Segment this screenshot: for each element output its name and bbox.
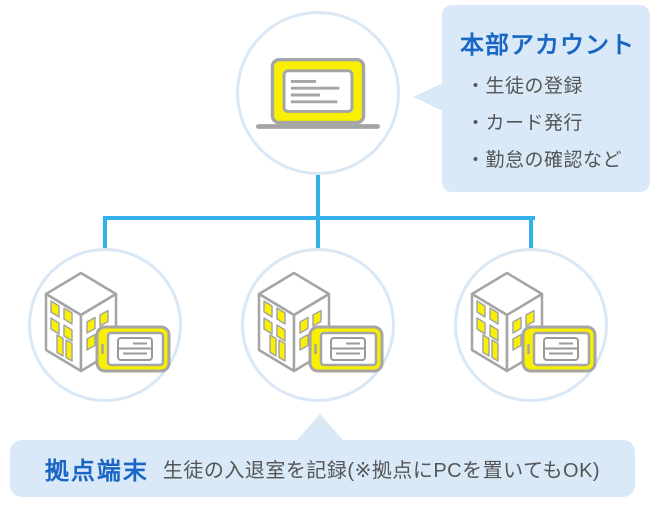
bubble-pointer-left [413,83,443,111]
branch-node-circle [241,248,395,402]
building-with-tablet-icon [250,270,384,374]
laptop-icon [256,57,380,133]
bar-pointer-up [297,414,343,440]
connector-branch-middle [316,216,320,250]
branch-node-circle [454,248,608,402]
branch-description: 生徒の入退室を記録(※拠点にPCを置いてもOK) [162,460,601,482]
hq-callout-item: ・生徒の登録 [466,76,584,97]
branch-label: 拠点端末 [44,458,149,485]
hq-callout-item: ・勤怠の確認など [466,150,623,171]
branch-node-circle [28,248,182,402]
building-with-tablet-icon [37,270,171,374]
hq-callout-item: ・カード発行 [466,113,584,134]
hq-node-circle [236,11,400,175]
branch-label-bar: 拠点端末 生徒の入退室を記録(※拠点にPCを置いてもOK) [10,440,635,497]
connector-hq-stem [316,172,320,218]
hq-callout-list: ・生徒の登録 ・カード発行 ・勤怠の確認など [460,68,638,179]
hq-callout-bubble: 本部アカウント ・生徒の登録 ・カード発行 ・勤怠の確認など [413,5,650,192]
connector-branch-right [529,216,533,250]
building-with-tablet-icon [463,270,597,374]
hq-callout-title: 本部アカウント [460,32,635,59]
connector-branch-left [103,216,107,250]
